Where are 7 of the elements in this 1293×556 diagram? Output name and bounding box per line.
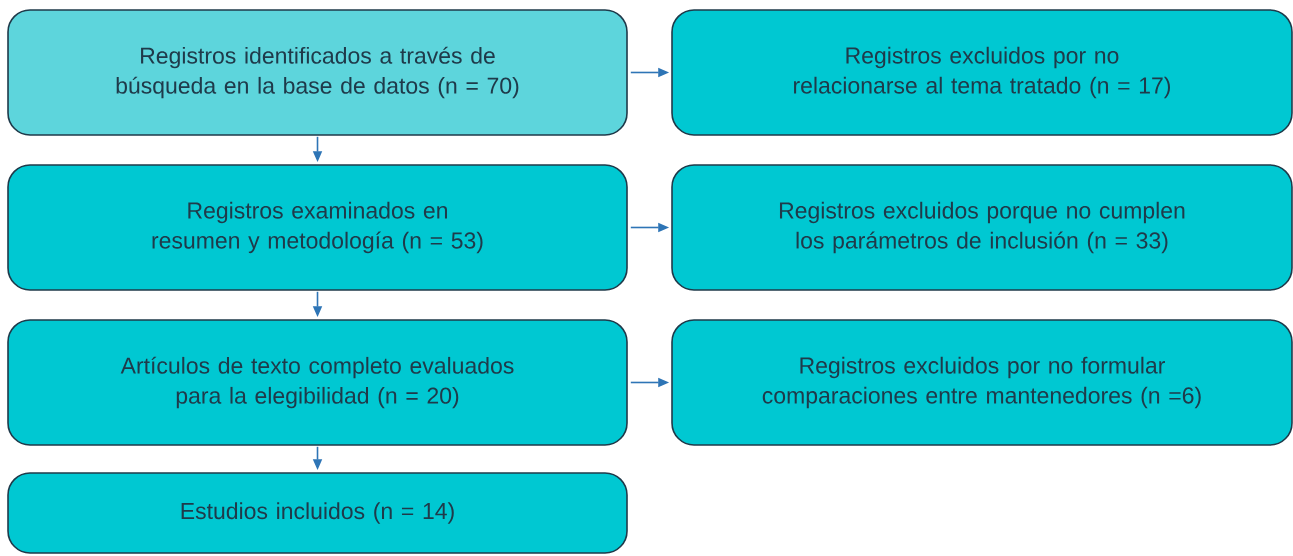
process-box: Artículos de texto completo evaluados para la elegibilidad (n = 20) xyxy=(7,319,628,446)
process-box: Registros excluidos porque no cumplen los parámetros de inclusión (n = 33) xyxy=(671,164,1293,291)
process-box: Registros identificados a través de búsqueda en la base de datos (n = 70) xyxy=(7,9,628,136)
process-box: Estudios incluidos (n = 14) xyxy=(7,472,628,554)
process-box: Registros excluidos por no relacionarse al tema tratado (n = 17) xyxy=(671,9,1293,136)
process-box: Registros excluidos por no formular comparaciones entre mantenedores (n =6) xyxy=(671,319,1293,446)
process-box: Registros examinados en resumen y metodología (n = 53) xyxy=(7,164,628,291)
